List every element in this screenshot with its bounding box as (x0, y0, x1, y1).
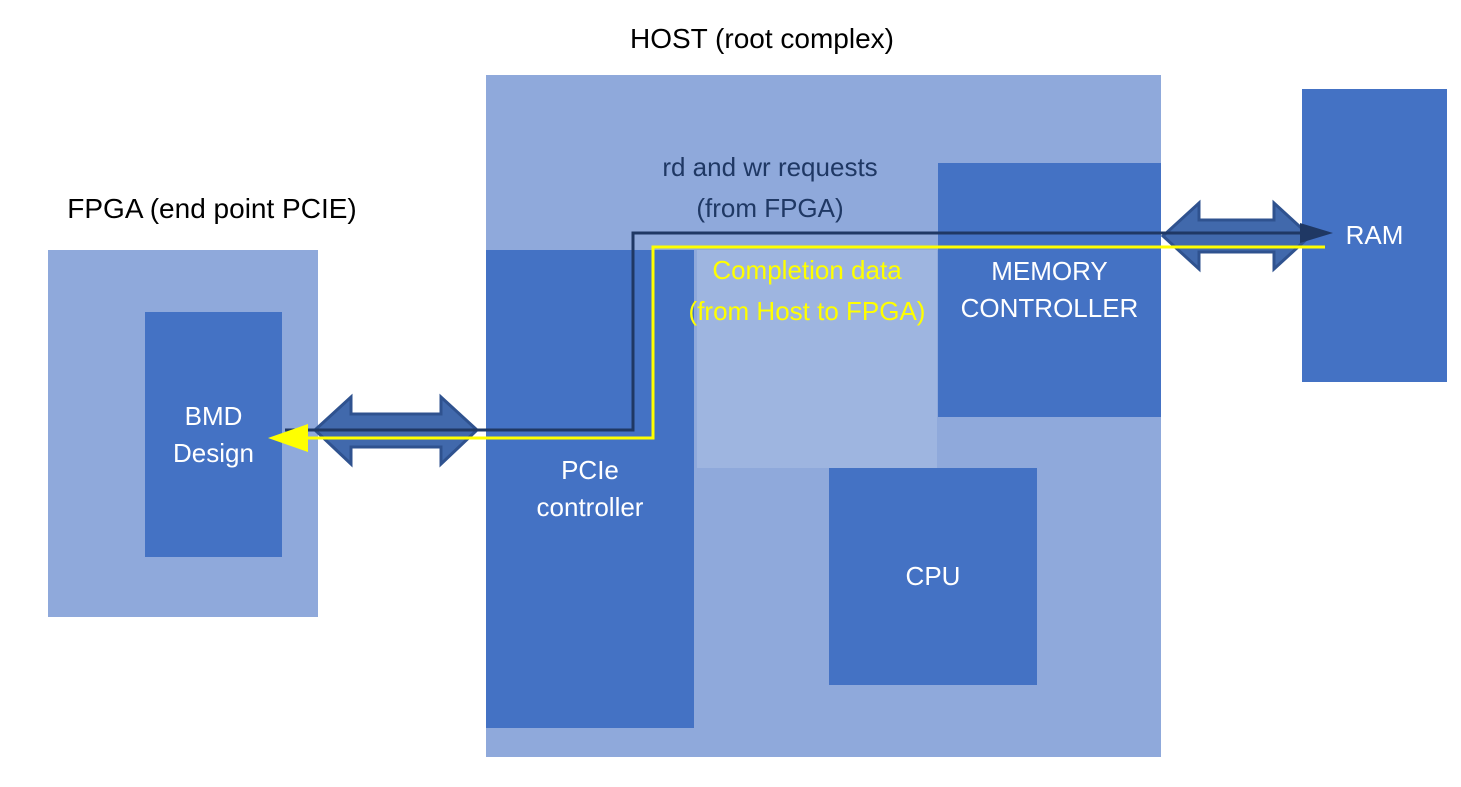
memory-controller-box: MEMORY CONTROLLER (938, 163, 1161, 417)
request-line-annotation: rd and wr requests (from FPGA) (662, 147, 877, 229)
ram-label: RAM (1345, 220, 1404, 250)
ram-box: RAM (1302, 89, 1447, 382)
request-annotation-line1: rd and wr requests (662, 152, 878, 182)
bmd-design-label: BMD Design (173, 398, 254, 472)
completion-line-annotation: Completion data (from Host to FPGA) (689, 250, 926, 332)
completion-annotation-line2: (from Host to FPGA) (688, 296, 926, 326)
request-annotation-line2: (from FPGA) (696, 193, 844, 223)
pcie-controller-box: PCIe controller (486, 250, 694, 728)
cpu-label: CPU (905, 561, 961, 591)
bmd-design-label-line1: BMD (184, 400, 243, 431)
cpu-box: CPU (829, 468, 1037, 685)
pcie-controller-label-line2: controller (536, 492, 644, 522)
memory-controller-label: MEMORY CONTROLLER (961, 253, 1139, 327)
pcie-controller-label-line1: PCIe (561, 455, 619, 485)
pcie-controller-label: PCIe controller (537, 452, 644, 526)
fpga-pcie-double-arrow-icon (312, 393, 480, 468)
bmd-design-label-line2: Design (173, 437, 254, 468)
fpga-title: FPGA (end point PCIE) (67, 193, 357, 224)
bmd-design-box: BMD Design (145, 312, 282, 557)
memory-controller-label-line1: MEMORY (991, 256, 1108, 286)
host-title: HOST (root complex) (630, 23, 894, 54)
memory-controller-label-line2: CONTROLLER (960, 293, 1139, 323)
memory-ram-double-arrow-icon (1160, 199, 1313, 273)
completion-annotation-line1: Completion data (712, 255, 902, 285)
